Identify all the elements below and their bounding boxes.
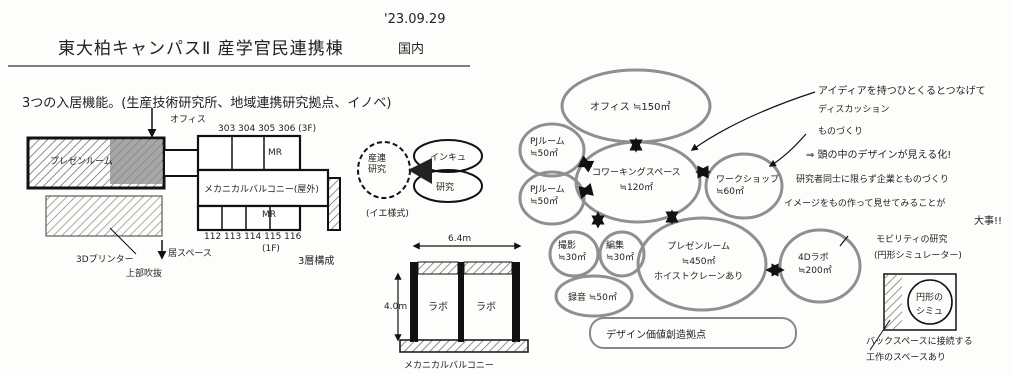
bubble-arrows [577,137,785,277]
label-three-layers: 3層構成 [298,256,335,267]
label-present-room: プレゼンルーム [50,157,113,167]
label-office: オフィス [170,115,206,125]
bubble-label-4d: 4Dラボ ≒200㎡ [798,253,832,276]
label-balcony: メカニカルバルコニー(屋外) [204,185,319,195]
bubble-label-pj2: PJルーム ≒50㎡ [530,185,565,207]
note-research: 研究者同士に限らず企業とものづくり [796,175,949,185]
bubble-workshop [704,152,784,220]
bubble-label-edit: 編集 ≒30㎡ [606,241,635,263]
note-image: イメージをもの作って見せてみることが [784,199,946,209]
bubble-label-record: 録音 ≒50㎡ [568,293,617,303]
function-venn [357,139,483,203]
label-rooms-1f: 112 113 114 115 116 [204,232,302,242]
venn-b-label: インキュ [430,153,467,163]
bubble-label-office: オフィス ≒150㎡ [590,102,671,113]
section-caption: メカニカルバルコニー [404,361,494,371]
presentation-room-shade [110,140,162,184]
sim-label-2: シミュ [916,307,944,317]
label-common-space: 居スペース [168,249,212,259]
note-idea: アイディアを持つひとくるとつなげて [818,86,986,97]
mechanical-balcony [196,168,330,208]
label-floor-1f: (1F) [262,244,280,254]
sheet-title: 東大柏キャンパスⅡ 産学官民連携棟 [58,39,344,59]
bubble-record [554,274,634,318]
bubble-pj1 [518,122,586,178]
section-drawing [394,242,529,353]
label-mr-2: MR [262,210,277,220]
upper-rooms [196,134,302,172]
footer-label: デザイン価値創造拠点 [606,330,706,341]
section-height: 4.0m [384,302,408,312]
printer-area [45,195,163,237]
venn-note: (イエ様式) [366,209,409,219]
bubble-label-workshop: ワークショップ ≒60㎡ [716,175,780,197]
section-lab-2: ラボ [476,302,496,313]
floor-plan [26,108,341,260]
label-mr-1: MR [268,148,283,158]
simulator-sketch [869,273,957,351]
bubble-edit [598,230,646,278]
annotation-leaders [690,91,849,247]
bubble-label-shoot: 撮影 ≒30㎡ [558,241,587,263]
sheet-author: 国内 [398,42,425,57]
section-lab-1: ラボ [428,302,448,313]
bubble-shoot [548,230,600,278]
sheet-date: '23.09.29 [384,12,446,27]
connector-block [163,149,199,177]
note-discussion: ディスカッション [818,105,890,115]
note-making: ものづくり [818,127,864,137]
note-mobility: モビリティの研究 [876,235,948,245]
note-important: 大事!! [974,216,1003,227]
label-rooms-3f: 303 304 305 306 (3F) [218,124,317,134]
footer-frame [589,317,797,349]
section-width: 6.4m [448,234,472,244]
end-block [327,177,341,231]
venn-c-label: 研究 [436,183,455,193]
note-backspace: バックスペースに接続する [866,337,973,347]
bubble-label-present: プレゼンルーム ≒450㎡ ホイストクレーンあり [654,242,744,282]
note-workshop-space: 工作のスペースあり [866,353,946,363]
note-visualize: ⇒ 頭の中のデザインが見える化! [806,150,952,161]
label-upper-open: 上部吹抜 [126,269,163,279]
label-3d-printer: 3Dプリンター [76,255,134,265]
bubble-label-pj1: PJルーム ≒50㎡ [530,137,565,159]
sim-label-1: 円形の [916,293,944,303]
functions-subtitle: 3つの入居機能。(生産技術研究所、地域連携研究拠点、イノベ) [22,96,392,111]
venn-a-label: 産連 研究 [368,154,387,175]
lower-rooms [196,204,302,232]
note-circuit-simulator: (円形シミュレーター) [874,251,962,261]
bubble-label-coworking: コワーキングスペース ≒120㎡ [592,168,681,193]
